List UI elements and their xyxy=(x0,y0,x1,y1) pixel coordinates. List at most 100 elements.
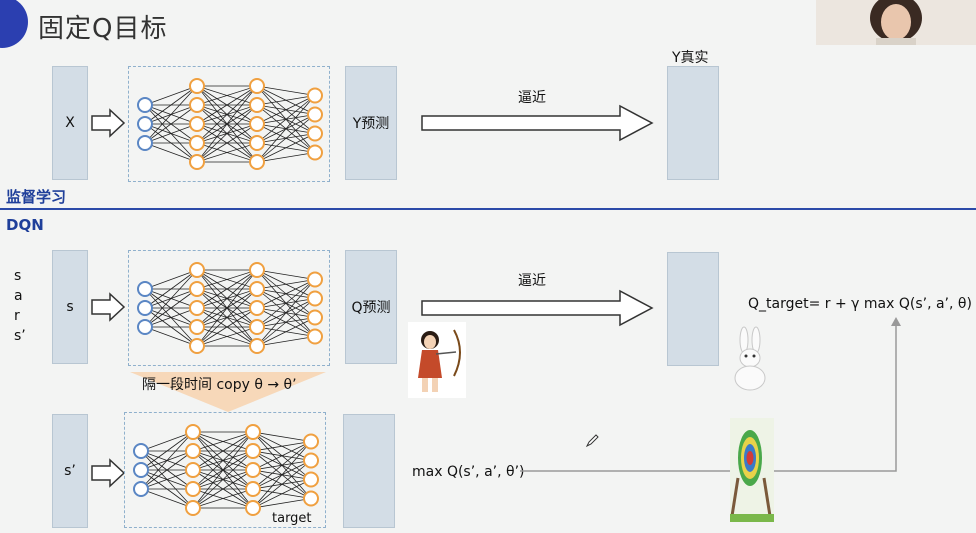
net-node xyxy=(189,262,205,278)
net-connection xyxy=(196,269,258,347)
net-node xyxy=(137,97,153,113)
net-node xyxy=(245,500,261,516)
net-node xyxy=(185,424,201,440)
neural-net-q xyxy=(128,250,330,366)
net-node xyxy=(303,452,319,469)
copy-arrow xyxy=(130,372,326,412)
input-arrow-icon xyxy=(91,108,126,138)
input-arrow-icon-dqn xyxy=(91,292,126,322)
net-node xyxy=(307,290,323,307)
sars-s-prime: s’ xyxy=(14,328,26,344)
net-node xyxy=(189,78,205,94)
net-connection xyxy=(196,85,258,106)
net-node xyxy=(307,144,323,161)
net-connection xyxy=(140,431,194,471)
net-connection xyxy=(196,288,258,347)
net-node xyxy=(189,281,205,297)
net-node xyxy=(189,116,205,132)
q-pred-label: Q预测 xyxy=(351,300,391,316)
net-node xyxy=(185,443,201,459)
net-connection xyxy=(140,450,194,490)
section-divider xyxy=(0,208,976,210)
net-node xyxy=(245,424,261,440)
net-connection xyxy=(196,85,258,163)
target-net-label: target xyxy=(272,511,312,526)
net-node xyxy=(307,271,323,288)
net-node xyxy=(189,135,205,151)
net-connection xyxy=(196,269,258,290)
net-node xyxy=(249,300,265,316)
approx-arrow-dqn xyxy=(421,289,654,327)
net-node xyxy=(303,490,319,507)
q-target-formula: Q_target= r + γ max Q(s’, a’, θ) xyxy=(748,296,972,312)
net-connection xyxy=(144,85,198,125)
net-node xyxy=(307,309,323,326)
net-connection xyxy=(256,95,316,125)
net-connection xyxy=(256,114,316,163)
net-node xyxy=(249,116,265,132)
s-prime-input-label: s’ xyxy=(64,463,76,479)
y-true-label: Y真实 xyxy=(672,50,709,66)
net-node xyxy=(189,154,205,170)
bullseye-target-illustration xyxy=(730,418,774,522)
net-connection xyxy=(256,85,316,96)
net-node xyxy=(249,262,265,278)
net-node xyxy=(245,462,261,478)
net-connection xyxy=(252,498,312,509)
net-node xyxy=(185,462,201,478)
net-node xyxy=(137,281,153,297)
net-node xyxy=(249,319,265,335)
net-connection xyxy=(196,307,258,347)
net-node xyxy=(137,300,153,316)
net-connection xyxy=(196,85,258,144)
net-node xyxy=(249,281,265,297)
net-connection xyxy=(196,269,258,328)
net-connection xyxy=(256,317,316,347)
net-connection xyxy=(192,469,254,509)
y-pred-label: Y预测 xyxy=(352,116,390,132)
sars-list: s a r s’ xyxy=(14,266,26,346)
net-node xyxy=(303,433,319,450)
net-connection xyxy=(256,279,316,290)
net-node xyxy=(137,116,153,132)
net-node xyxy=(245,481,261,497)
net-connection xyxy=(196,142,258,163)
net-connection xyxy=(252,431,312,442)
net-node xyxy=(249,154,265,170)
net-connection xyxy=(256,152,316,163)
net-connection xyxy=(252,441,312,509)
net-node xyxy=(189,319,205,335)
net-connection xyxy=(256,336,316,347)
net-connection xyxy=(192,431,254,452)
rabbit-illustration xyxy=(734,326,766,391)
copy-label: 隔一段时间 copy θ → θ’ xyxy=(142,377,297,393)
y-true-box xyxy=(667,66,719,180)
net-connection xyxy=(144,85,198,106)
q-target-output-box xyxy=(343,414,395,528)
approx-arrow-top xyxy=(421,104,654,142)
net-connection xyxy=(252,441,312,452)
net-connection xyxy=(144,307,198,328)
pen-cursor-icon xyxy=(585,434,599,448)
net-node xyxy=(189,300,205,316)
net-connection xyxy=(252,441,312,471)
net-connection xyxy=(196,269,258,309)
net-node xyxy=(307,125,323,142)
x-input-label: X xyxy=(65,115,75,131)
net-node xyxy=(307,87,323,104)
page-title: 固定Q目标 xyxy=(38,14,168,44)
s-input-box: s xyxy=(52,250,88,364)
net-connection xyxy=(140,431,194,490)
corner-decoration xyxy=(0,0,28,48)
net-node xyxy=(245,443,261,459)
sars-s: s xyxy=(14,268,22,284)
net-connection xyxy=(256,279,316,347)
net-node xyxy=(249,135,265,151)
net-connection xyxy=(192,488,254,509)
net-connection xyxy=(140,488,194,509)
q-target-box xyxy=(667,252,719,366)
s-prime-input-box: s’ xyxy=(52,414,88,528)
net-connection xyxy=(256,95,316,144)
net-connection xyxy=(144,269,198,328)
neural-net-supervised xyxy=(128,66,330,182)
